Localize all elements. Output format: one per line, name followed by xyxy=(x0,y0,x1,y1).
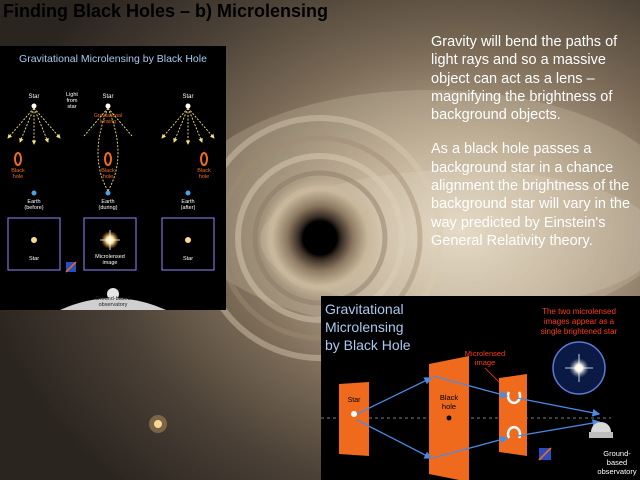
microlensing-perspective-diagram: Gravitational Microlensing by Black Hole… xyxy=(321,296,640,480)
svg-text:Gravitational: Gravitational xyxy=(325,301,404,317)
nasa-logo-icon xyxy=(65,261,77,273)
svg-text:(after): (after) xyxy=(181,205,196,211)
svg-text:star: star xyxy=(67,104,76,110)
observatory-icon xyxy=(589,422,613,438)
svg-text:Earth: Earth xyxy=(27,199,40,205)
svg-text:Star: Star xyxy=(29,256,39,262)
svg-text:Microlensed: Microlensed xyxy=(95,254,125,260)
svg-text:Microlensing: Microlensing xyxy=(325,319,404,335)
microlensing-stages-diagram: Gravitational Microlensing by Black Hole… xyxy=(0,46,226,310)
svg-text:images appear as a: images appear as a xyxy=(544,317,615,326)
observatory-dome xyxy=(60,298,166,310)
svg-text:Black: Black xyxy=(101,168,115,174)
svg-text:Star: Star xyxy=(182,94,193,100)
svg-text:The two microlensed: The two microlensed xyxy=(542,307,616,316)
star-label: Star xyxy=(28,94,39,100)
svg-text:Black: Black xyxy=(11,168,25,174)
svg-text:hole: hole xyxy=(103,174,113,180)
stage-before: Star Black hole Earth (before) Star xyxy=(7,94,61,271)
svg-text:image: image xyxy=(475,358,495,367)
svg-text:(during): (during) xyxy=(99,205,118,211)
svg-text:Star: Star xyxy=(102,94,113,100)
svg-text:hole: hole xyxy=(199,174,209,180)
paragraph-gravity: Gravity will bend the paths of light ray… xyxy=(431,34,618,124)
svg-text:Black: Black xyxy=(440,393,459,402)
svg-text:single brightened star: single brightened star xyxy=(541,327,618,336)
slide-title: Finding Black Holes – b) Microlensing xyxy=(3,1,329,21)
svg-text:image: image xyxy=(103,260,118,266)
svg-text:Gravitational: Gravitational xyxy=(94,113,122,119)
svg-text:Star: Star xyxy=(348,397,362,404)
svg-text:Ground-based: Ground-based xyxy=(95,296,130,302)
svg-text:by Black Hole: by Black Hole xyxy=(325,337,411,353)
figure2-note: The two microlensed images appear as a s… xyxy=(541,307,618,336)
stage-after: Star Black hole Earth (after) Star xyxy=(161,94,215,271)
svg-text:based: based xyxy=(607,458,627,467)
svg-text:(before): (before) xyxy=(24,205,43,211)
nasa-logo-icon xyxy=(538,447,552,461)
slide-text: Gravity will bend the paths of light ray… xyxy=(431,33,636,266)
svg-text:lensing: lensing xyxy=(100,119,116,125)
svg-text:hole: hole xyxy=(442,402,456,411)
svg-text:Earth: Earth xyxy=(181,199,194,205)
svg-text:Star: Star xyxy=(183,256,193,262)
stage-during: Star Light from star Gravitational lensi… xyxy=(66,92,137,271)
svg-text:Microlensed: Microlensed xyxy=(465,349,505,358)
figure1-title: Gravitational Microlensing by Black Hole xyxy=(19,53,207,65)
svg-text:observatory: observatory xyxy=(597,467,636,476)
image-plane xyxy=(499,374,527,456)
svg-text:from: from xyxy=(67,98,78,104)
star-plane xyxy=(339,382,369,456)
observatory-label: Ground- based observatory xyxy=(597,449,636,476)
svg-text:Black: Black xyxy=(197,168,211,174)
paragraph-black-hole: As a black hole passes a background star… xyxy=(431,141,631,249)
svg-text:hole: hole xyxy=(13,174,23,180)
svg-text:observatory: observatory xyxy=(99,302,128,308)
svg-text:Earth: Earth xyxy=(101,199,114,205)
light-label: Light xyxy=(66,92,78,98)
figure2-title: Gravitational Microlensing by Black Hole xyxy=(325,301,411,353)
svg-text:Ground-: Ground- xyxy=(603,449,631,458)
